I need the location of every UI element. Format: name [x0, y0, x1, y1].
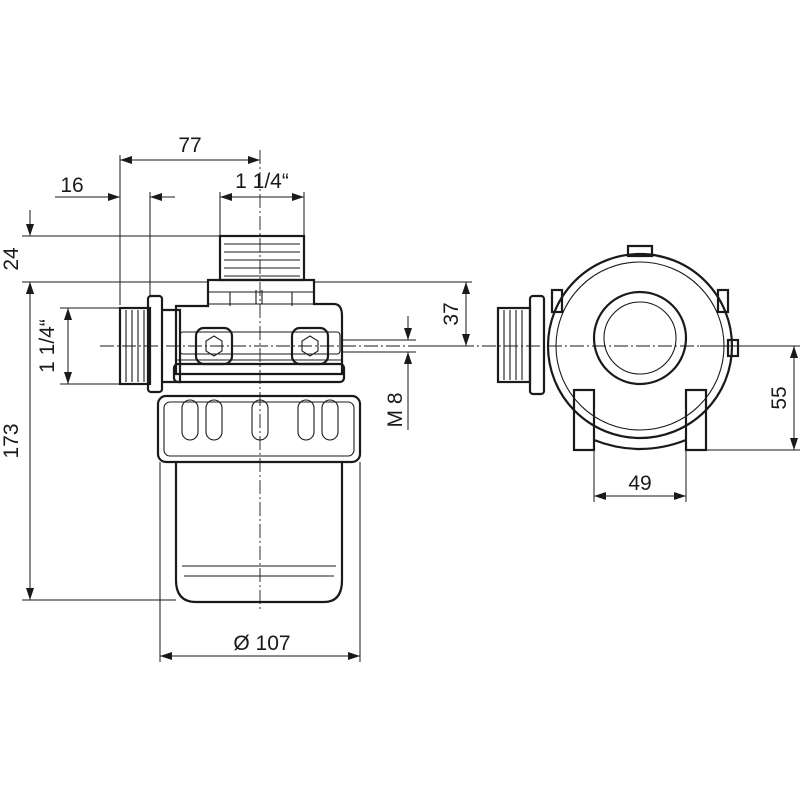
dim-173-label: 173	[0, 423, 23, 458]
bowl-nut	[156, 394, 362, 464]
dim-16-label: 16	[60, 174, 83, 197]
filter-head	[172, 278, 346, 384]
dim-thread-side-label: 1 1/4“	[36, 319, 59, 373]
dimensions: 77 16 1 1/4“ 24 173 1 1/4“ 37	[0, 134, 800, 662]
dim-24-label: 24	[0, 247, 23, 271]
filter-bowl	[174, 462, 344, 604]
front-view	[100, 150, 420, 612]
top-thread-nipple	[218, 234, 306, 282]
outlet-port	[592, 290, 688, 386]
dim-thread-top-label: 1 1/4“	[235, 170, 289, 193]
dim-55-label: 55	[768, 386, 791, 409]
dim-diameter-label: Ø 107	[233, 632, 290, 655]
dim-77-label: 77	[178, 134, 201, 157]
dim-49-label: 49	[628, 472, 651, 495]
side-thread-nipple	[118, 294, 182, 394]
side-view	[460, 244, 800, 452]
dim-37-label: 37	[440, 302, 463, 325]
dim-bolt-label: M 8	[384, 392, 407, 427]
